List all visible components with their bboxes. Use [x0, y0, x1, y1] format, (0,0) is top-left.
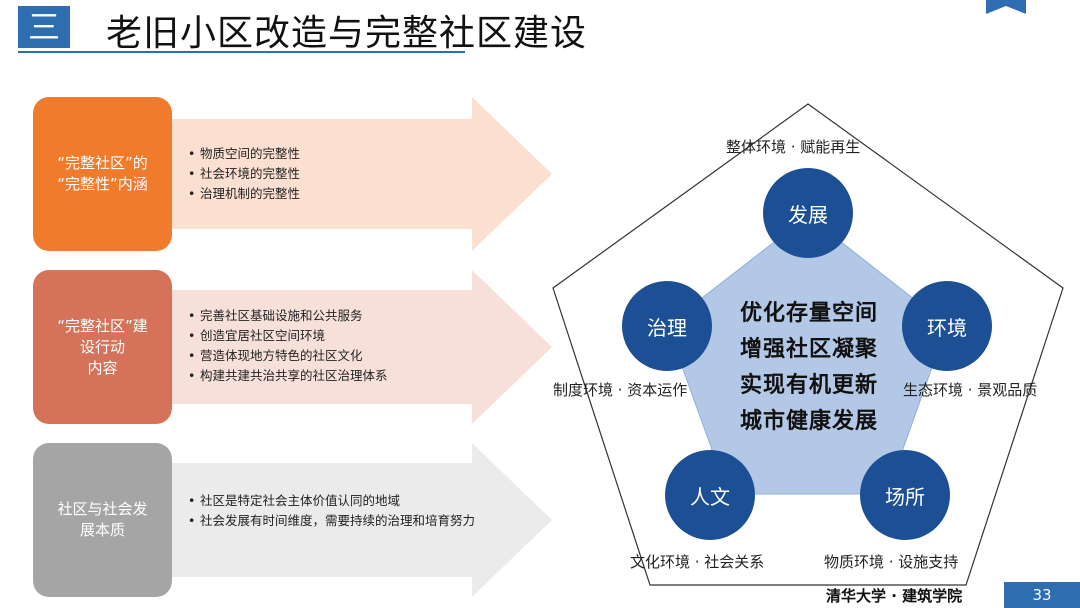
- center-text-line: 实现有机更新: [739, 373, 878, 398]
- env-label-top: 整体环境 · 赋能再生: [726, 138, 861, 156]
- footer-institution: 清华大学 · 建筑学院: [826, 587, 963, 605]
- row-label-box-3: 社区与社会发 展本质: [33, 443, 172, 597]
- row-label-line: 内容: [87, 358, 118, 377]
- row-label-line: 设行动: [79, 337, 125, 356]
- row-label-line: “完整社区”建: [57, 316, 148, 335]
- outer-pentagon: [552, 103, 1064, 586]
- bookmark-icon: [986, 0, 1026, 14]
- node-development: 发展: [763, 168, 853, 258]
- list-item: 创造宜居社区空间环境: [188, 326, 508, 346]
- list-item: 社会发展有时间维度，需要持续的治理和培育努力: [188, 511, 506, 531]
- env-label-bottom-left: 文化环境 · 社会关系: [630, 553, 765, 571]
- list-item: 完善社区基础设施和公共服务: [188, 306, 508, 326]
- list-item: 社会环境的完整性: [188, 164, 508, 184]
- env-label-bottom-right: 物质环境 · 设施支持: [824, 553, 959, 571]
- page-number: 33: [1004, 582, 1080, 608]
- node-humanities: 人文: [665, 450, 755, 540]
- node-environment: 环境: [902, 281, 992, 371]
- list-item: 营造体现地方特色的社区文化: [188, 346, 508, 366]
- row-label-line: 展本质: [79, 521, 125, 539]
- row-label-box-1: “完整社区”的 “完整性”内涵: [33, 97, 172, 251]
- row-label-box-2: “完整社区”建 设行动 内容: [33, 270, 172, 424]
- env-label-right: 生态环境 · 景观品质: [903, 381, 1038, 399]
- center-text-line: 城市健康发展: [739, 409, 878, 434]
- node-place: 场所: [860, 450, 950, 540]
- center-text: 优化存量空间 增强社区凝聚 实现有机更新 城市健康发展: [725, 296, 893, 440]
- center-text-line: 增强社区凝聚: [739, 337, 878, 362]
- row-bullets-3: 社区是特定社会主体价值认同的地域 社会发展有时间维度，需要持续的治理和培育努力: [180, 491, 506, 531]
- row-bullets-1: 物质空间的完整性 社会环境的完整性 治理机制的完整性: [180, 144, 508, 204]
- section-number-box: 三: [18, 6, 70, 48]
- row-bullets-2: 完善社区基础设施和公共服务 创造宜居社区空间环境 营造体现地方特色的社区文化 构…: [180, 306, 508, 386]
- list-item: 物质空间的完整性: [188, 144, 508, 164]
- row-label-line: “完整社区”的: [57, 154, 148, 172]
- node-governance: 治理: [622, 281, 712, 371]
- list-item: 社区是特定社会主体价值认同的地域: [188, 491, 506, 511]
- env-label-left: 制度环境 · 资本运作: [553, 381, 688, 399]
- row-label-line: 社区与社会发: [57, 500, 148, 518]
- list-item: 治理机制的完整性: [188, 184, 508, 204]
- list-item: 构建共建共治共享的社区治理体系: [188, 366, 508, 386]
- title-underline: [18, 51, 465, 53]
- page-title: 老旧小区改造与完整社区建设: [106, 13, 588, 54]
- row-label-line: “完整性”内涵: [57, 175, 148, 193]
- center-text-line: 优化存量空间: [739, 301, 878, 326]
